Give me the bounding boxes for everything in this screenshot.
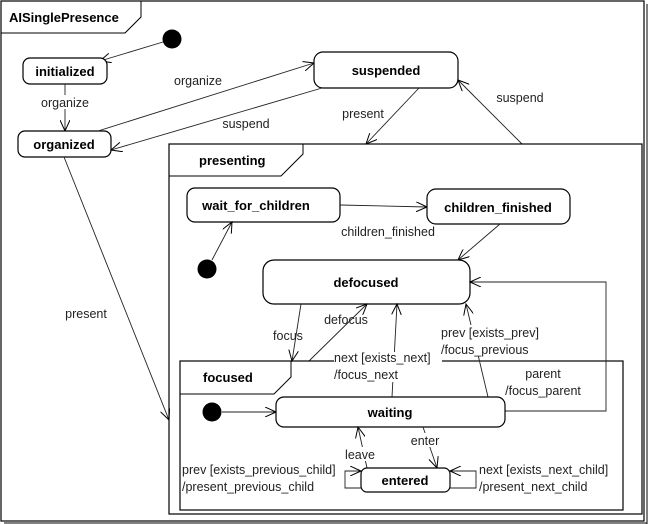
state-initialized-label: initialized: [35, 64, 94, 79]
transition-label-next-child-line2: /present_next_child: [479, 480, 587, 494]
region-presenting-label: presenting: [199, 153, 266, 168]
state-suspended[interactable]: suspended: [313, 51, 459, 89]
state-suspended-label: suspended: [352, 63, 421, 78]
transition-label-parent-line1: parent: [525, 367, 561, 381]
state-defocused-label: defocused: [333, 275, 398, 290]
state-entered-box: [360, 467, 451, 493]
label-bg: [405, 433, 445, 447]
region-presenting[interactable]: presenting: [168, 143, 643, 515]
transition-label-next-child-line1: next [exists_next_child]: [479, 463, 608, 477]
state-wait-for-children-label: wait_for_children: [201, 198, 310, 213]
transition-label-suspend-1: suspend: [222, 117, 269, 131]
transition-entered-next-loop: [450, 471, 477, 489]
label-bg: [334, 352, 442, 382]
transition-label-suspend-2: suspend: [496, 91, 543, 105]
initial-node-presenting: [197, 259, 217, 279]
state-waiting[interactable]: waiting: [275, 396, 506, 428]
transition-suspended-presenting: [366, 87, 420, 144]
region-presenting-border: [168, 143, 643, 515]
outer-frame-tab: [1, 1, 142, 34]
transition-suspended-organized: [111, 87, 323, 150]
label-bg: [342, 447, 380, 461]
transition-initial-wait-for-children: [211, 222, 232, 261]
state-entered-label: entered: [382, 473, 429, 488]
state-children-finished-box: [426, 188, 571, 225]
transition-presenting-suspended: [458, 80, 523, 145]
label-bg: [441, 325, 556, 356]
label-bg: [34, 95, 96, 109]
transition-label-next-line1: next [exists_next]: [334, 351, 431, 365]
state-waiting-box: [275, 396, 506, 428]
transition-label-focus: focus: [273, 329, 303, 343]
transition-label-prev-child-line1: prev [exists_previous_child]: [182, 463, 336, 477]
transition-label-defocus: defocus: [324, 313, 368, 327]
state-defocused[interactable]: defocused: [262, 259, 471, 305]
region-presenting-tab: [169, 144, 304, 177]
transition-initial-initialized: [100, 41, 164, 61]
transition-label-organize-2: organize: [174, 74, 222, 88]
state-wait-for-children[interactable]: wait_for_children: [186, 187, 341, 223]
state-children-finished-label: children_finished: [444, 200, 552, 215]
state-organized[interactable]: organized: [17, 130, 112, 158]
transition-waiting-defocused-parent: [470, 282, 607, 412]
transition-wait-children-finished: [339, 205, 427, 207]
transition-label-present-1: present: [342, 107, 384, 121]
transition-defocused-focused: [292, 303, 302, 361]
label-bg: [499, 366, 591, 398]
state-suspended-box: [313, 51, 459, 89]
transition-children-finished-defocused: [458, 223, 501, 260]
transition-label-leave: leave: [345, 448, 375, 462]
transition-label-organize-1: organize: [41, 96, 89, 110]
state-organized-label: organized: [33, 137, 94, 152]
transition-label-prev-line2: /focus_previous: [441, 343, 529, 357]
state-waiting-label: waiting: [367, 405, 413, 420]
diagram-title: AISinglePresence: [9, 10, 119, 25]
transition-label-parent-line2: /focus_parent: [505, 384, 581, 398]
transition-label-next-line2: /focus_next: [334, 368, 398, 382]
transition-organized-suspended: [97, 63, 314, 132]
initial-node-top: [162, 29, 182, 49]
state-initialized[interactable]: initialized: [22, 57, 108, 85]
transition-label-children-finished: children_finished: [341, 225, 435, 239]
transition-label-prev-line1: prev [exists_prev]: [441, 326, 539, 340]
region-focused-tab: [180, 361, 292, 395]
state-children-finished[interactable]: children_finished: [426, 188, 571, 225]
transition-label-present-2: present: [65, 307, 107, 321]
region-focused-label: focused: [203, 370, 253, 385]
state-entered[interactable]: entered: [360, 467, 451, 493]
transition-label-enter: enter: [411, 434, 440, 448]
transition-label-prev-child-line2: /present_previous_child: [182, 480, 314, 494]
transition-entered-prev-loop: [344, 471, 361, 489]
transition-focused-defocused: [308, 304, 367, 362]
transition-organized-presenting: [63, 156, 169, 420]
initial-node-focused: [202, 402, 222, 422]
